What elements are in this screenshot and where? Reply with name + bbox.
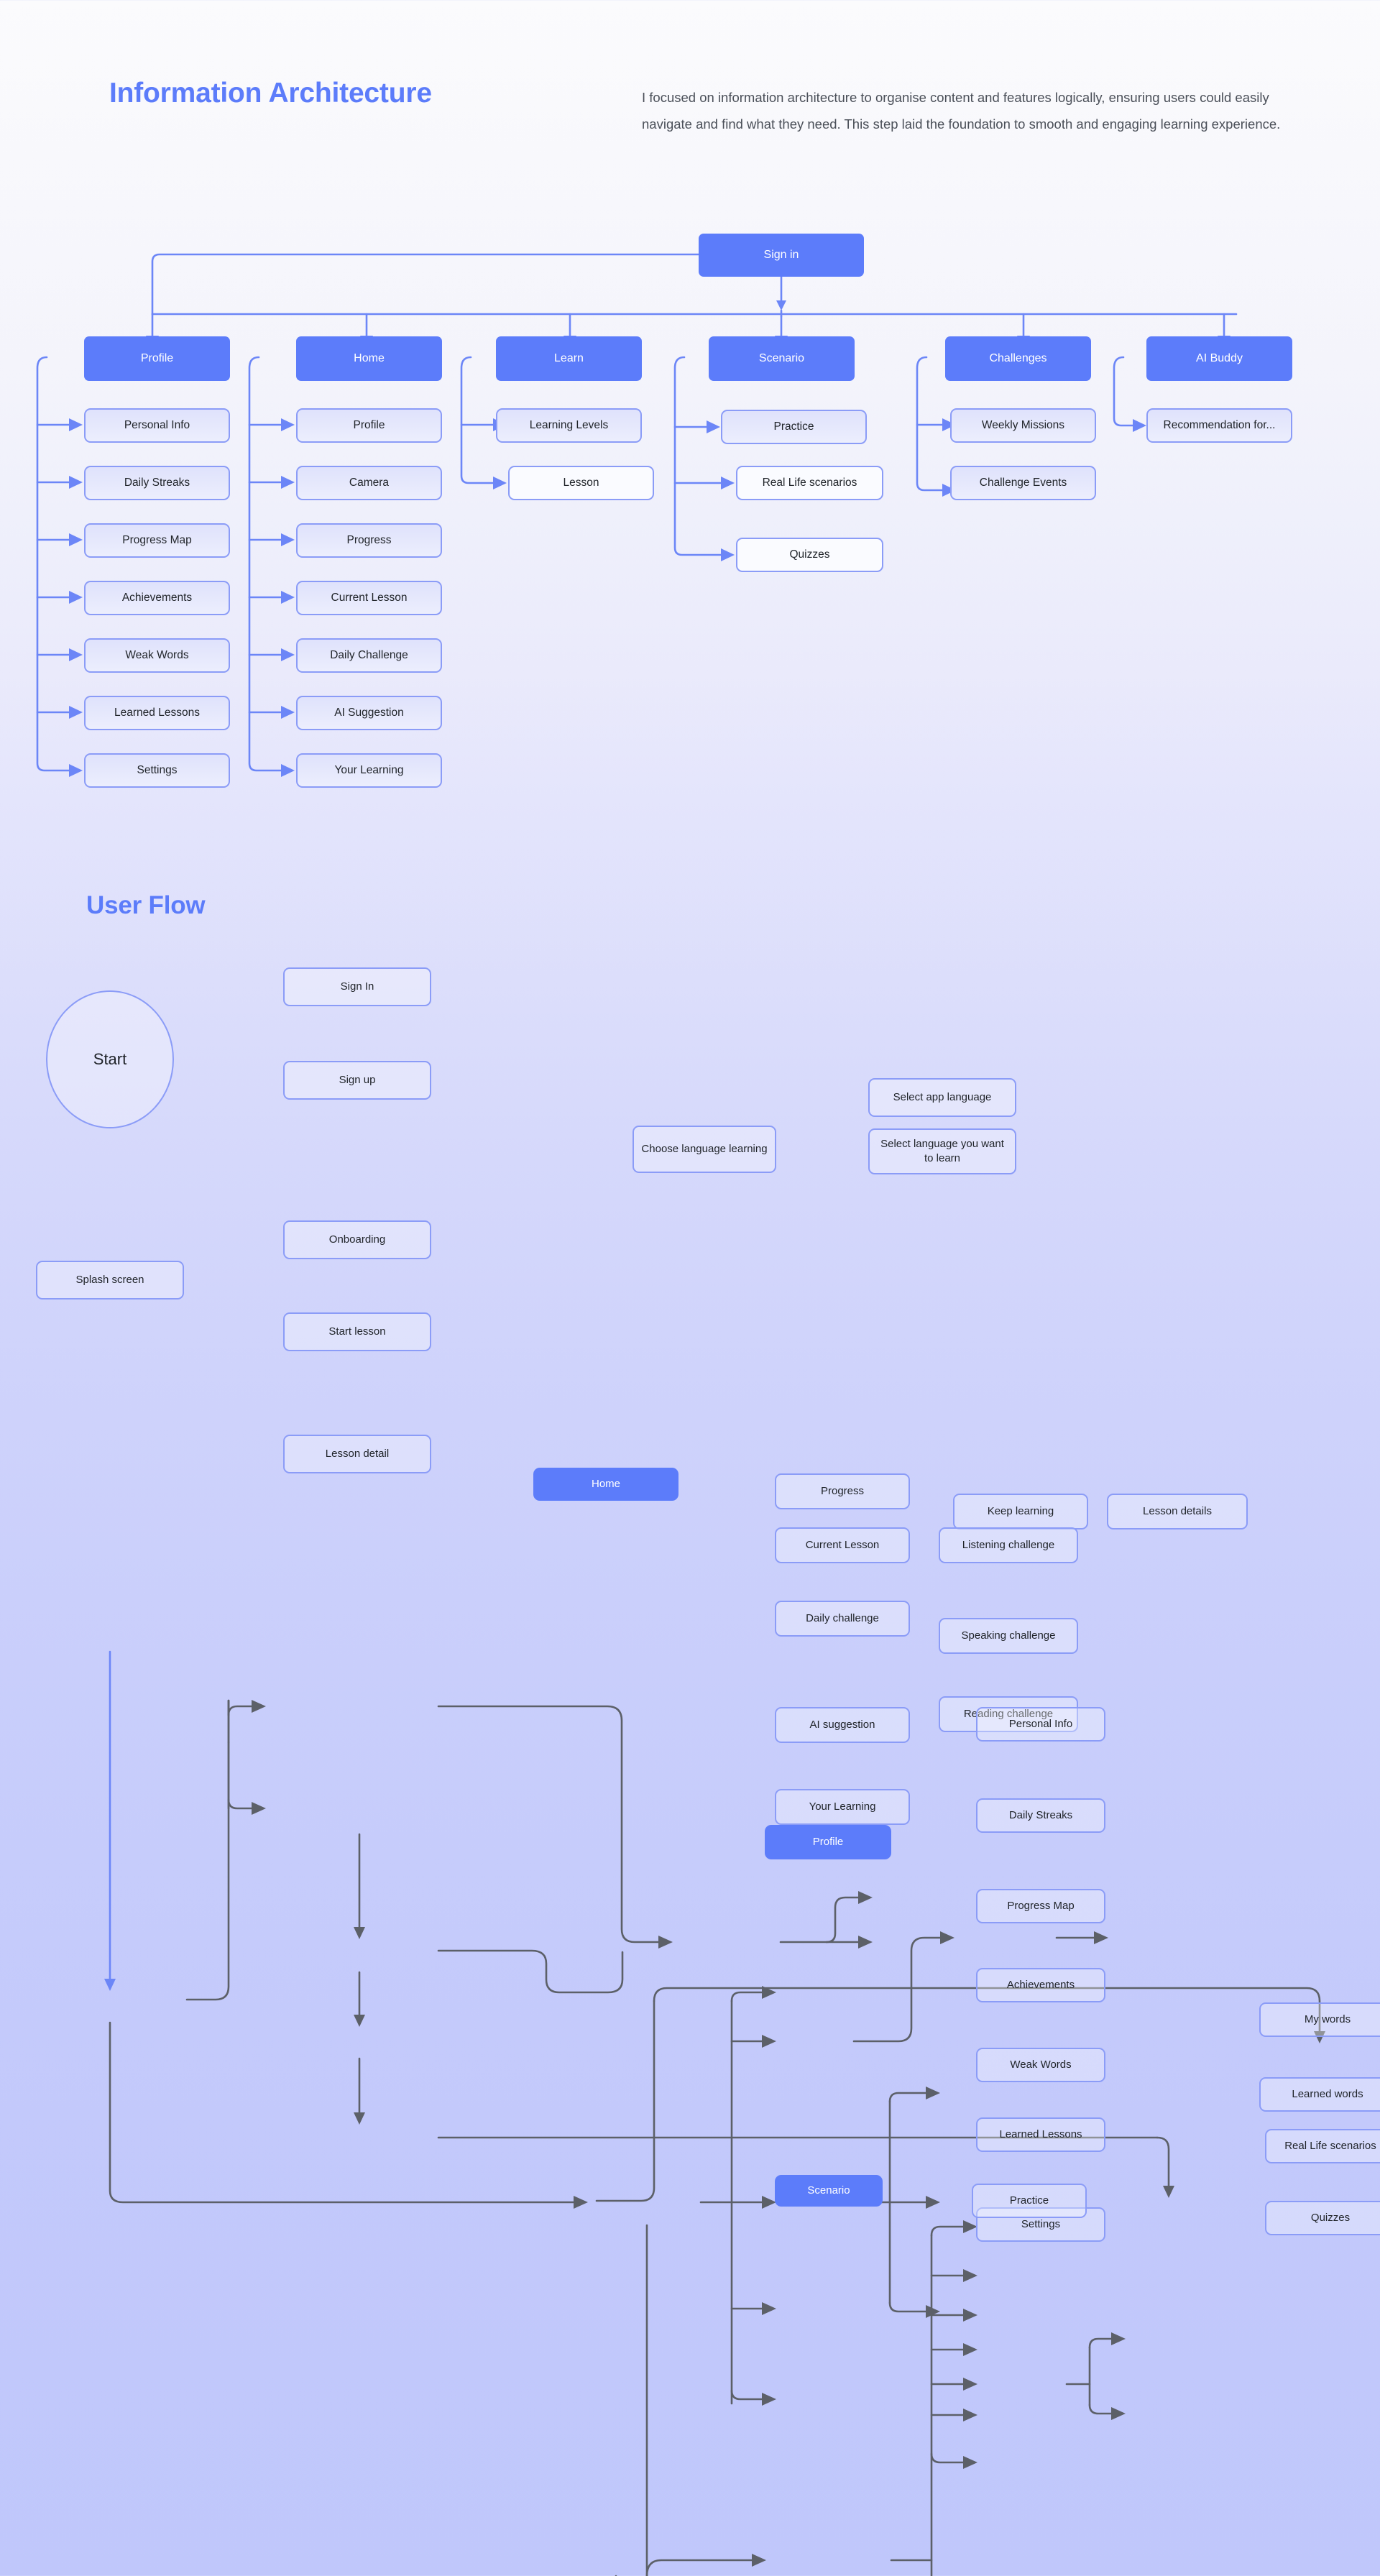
- ia-item-real-life-scenarios[interactable]: Real Life scenarios: [736, 466, 883, 500]
- flow-node-keep-learning[interactable]: Keep learning: [953, 1494, 1088, 1530]
- flow-node-daily-challenge[interactable]: Daily challenge: [775, 1601, 910, 1637]
- ia-item-learning-levels[interactable]: Learning Levels: [496, 408, 642, 443]
- flow-node-lesson-detail[interactable]: Lesson detail: [283, 1435, 431, 1473]
- ia-item-camera[interactable]: Camera: [296, 466, 442, 500]
- ia-item-recommendation[interactable]: Recommendation for...: [1146, 408, 1292, 443]
- flow-node-weak-words[interactable]: Weak Words: [976, 2048, 1105, 2082]
- flow-node-practice[interactable]: Practice: [972, 2184, 1087, 2218]
- flow-node-achievements[interactable]: Achievements: [976, 1968, 1105, 2002]
- ia-column-header-scenario[interactable]: Scenario: [709, 336, 855, 381]
- ia-item-home-profile[interactable]: Profile: [296, 408, 442, 443]
- ia-root-sign-in[interactable]: Sign in: [699, 234, 864, 277]
- flow-node-real-life-scenarios[interactable]: Real Life scenarios: [1265, 2129, 1380, 2163]
- flow-node-sign-in[interactable]: Sign In: [283, 967, 431, 1006]
- flow-node-current-lesson[interactable]: Current Lesson: [775, 1527, 910, 1563]
- ia-item-lesson[interactable]: Lesson: [508, 466, 654, 500]
- flow-node-your-learning[interactable]: Your Learning: [775, 1789, 910, 1825]
- ia-item-current-lesson[interactable]: Current Lesson: [296, 581, 442, 615]
- flow-node-quizzes[interactable]: Quizzes: [1265, 2201, 1380, 2235]
- ia-item-progress-map[interactable]: Progress Map: [84, 523, 230, 558]
- flow-node-my-words[interactable]: My words: [1259, 2002, 1380, 2037]
- flow-node-progress-map[interactable]: Progress Map: [976, 1889, 1105, 1923]
- ia-item-learned-lessons[interactable]: Learned Lessons: [84, 696, 230, 730]
- ia-column-header-home[interactable]: Home: [296, 336, 442, 381]
- flow-node-ai-suggestion[interactable]: AI suggestion: [775, 1707, 910, 1743]
- ia-item-daily-streaks[interactable]: Daily Streaks: [84, 466, 230, 500]
- flow-node-reading-challenge[interactable]: Reading challenge: [939, 1696, 1078, 1732]
- flow-node-start[interactable]: Start: [46, 990, 174, 1128]
- ia-column-header-challenges[interactable]: Challenges: [945, 336, 1091, 381]
- flow-node-sign-up[interactable]: Sign up: [283, 1061, 431, 1100]
- ia-item-practice[interactable]: Practice: [721, 410, 867, 444]
- flow-node-learned-lessons[interactable]: Learned Lessons: [976, 2117, 1105, 2152]
- page-title: Information Architecture: [109, 78, 432, 109]
- flow-node-personal-info[interactable]: Personal Info: [976, 1707, 1105, 1742]
- ia-item-settings[interactable]: Settings: [84, 753, 230, 788]
- ia-item-achievements[interactable]: Achievements: [84, 581, 230, 615]
- flow-node-splash-screen[interactable]: Splash screen: [36, 1261, 184, 1300]
- ia-column-header-profile[interactable]: Profile: [84, 336, 230, 381]
- ia-item-quizzes[interactable]: Quizzes: [736, 538, 883, 572]
- ia-column-header-learn[interactable]: Learn: [496, 336, 642, 381]
- flow-node-settings[interactable]: Settings: [976, 2207, 1105, 2242]
- flow-node-speaking-challenge[interactable]: Speaking challenge: [939, 1618, 1078, 1654]
- ia-description: I focused on information architecture to…: [642, 90, 1281, 132]
- ia-item-weekly-missions[interactable]: Weekly Missions: [950, 408, 1096, 443]
- flow-node-learned-words[interactable]: Learned words: [1259, 2077, 1380, 2112]
- flow-node-start-lesson[interactable]: Start lesson: [283, 1312, 431, 1351]
- ia-item-your-learning[interactable]: Your Learning: [296, 753, 442, 788]
- flow-node-lesson-details[interactable]: Lesson details: [1107, 1494, 1248, 1530]
- flow-node-profile[interactable]: Profile: [765, 1825, 891, 1859]
- flow-node-scenario[interactable]: Scenario: [775, 2175, 883, 2207]
- ia-item-weak-words[interactable]: Weak Words: [84, 638, 230, 673]
- flow-node-onboarding[interactable]: Onboarding: [283, 1220, 431, 1259]
- flow-node-daily-streaks[interactable]: Daily Streaks: [976, 1798, 1105, 1833]
- flow-node-listening-challenge[interactable]: Listening challenge: [939, 1527, 1078, 1563]
- flow-node-progress[interactable]: Progress: [775, 1473, 910, 1509]
- flow-node-choose-language[interactable]: Choose language learning: [632, 1126, 776, 1173]
- ia-column-header-ai-buddy[interactable]: AI Buddy: [1146, 336, 1292, 381]
- ia-item-progress[interactable]: Progress: [296, 523, 442, 558]
- flow-node-home[interactable]: Home: [533, 1468, 678, 1501]
- ia-item-personal-info[interactable]: Personal Info: [84, 408, 230, 443]
- flow-node-select-app-language[interactable]: Select app language: [868, 1078, 1016, 1117]
- user-flow-title: User Flow: [86, 891, 206, 919]
- ia-item-challenge-events[interactable]: Challenge Events: [950, 466, 1096, 500]
- ia-item-daily-challenge[interactable]: Daily Challenge: [296, 638, 442, 673]
- ia-item-ai-suggestion[interactable]: AI Suggestion: [296, 696, 442, 730]
- flow-node-select-learn-language[interactable]: Select language you want to learn: [868, 1128, 1016, 1174]
